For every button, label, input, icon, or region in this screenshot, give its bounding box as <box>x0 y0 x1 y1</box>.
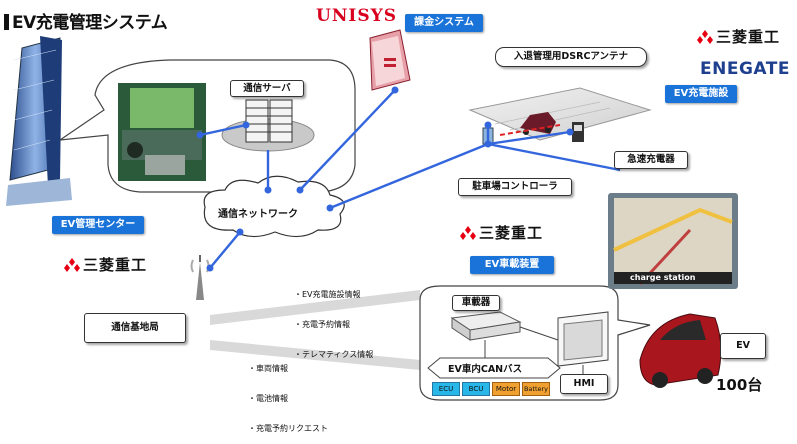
mhi-diamond-icon <box>64 258 80 272</box>
control-room-icon <box>118 83 206 181</box>
hmi-monitor-icon <box>557 311 609 367</box>
ev-charging-facility-label: EV充電施設 <box>665 85 737 103</box>
battery-chip: Battery <box>522 382 550 396</box>
onboard-device-label: EV車載装置 <box>470 256 554 274</box>
info-item: ・車両情報 <box>248 364 288 373</box>
info-item: ・充電予約情報 <box>294 320 350 329</box>
control-center-bubble <box>59 59 356 193</box>
charger-icon <box>572 122 584 142</box>
info-item: ・EV充電施設情報 <box>294 290 361 299</box>
motor-chip: Motor <box>492 382 520 396</box>
can-bus-arrow <box>427 357 561 379</box>
network-links <box>199 89 621 269</box>
unisys-logo: UNISYS <box>316 6 398 26</box>
can-bus-label: EV車内CANバス <box>448 364 523 375</box>
ev-vehicle-icon <box>639 313 722 388</box>
radio-wave-down <box>210 290 420 325</box>
vehicle-unit-label: 車載器 <box>452 295 500 311</box>
bcu-chip: BCU <box>462 382 490 396</box>
mhi-diamond-icon <box>697 30 713 44</box>
comm-server-label: 通信サーバ <box>230 80 304 97</box>
mhi-logo-parking: 三菱重工 <box>460 222 543 243</box>
link-nodes <box>196 86 574 272</box>
vehicle-unit-icon <box>450 311 522 341</box>
ecu-chip: ECU <box>432 382 460 396</box>
info-item: ・電池情報 <box>248 394 288 403</box>
hmi-label: HMI <box>560 374 608 394</box>
enegate-logo: ENEGATE <box>700 59 790 79</box>
mhi-logo-center: 三菱重工 <box>64 254 147 275</box>
diagram-canvas <box>6 29 738 401</box>
antenna-tower-icon <box>190 255 210 300</box>
office-building-icon <box>6 36 72 206</box>
vehicle-count: 100台 <box>716 376 763 394</box>
radio-wave-up <box>210 340 420 370</box>
antenna-label: 入退管理用DSRCアンテナ <box>495 47 647 67</box>
info-item: ・充電予約リクエスト <box>248 424 328 433</box>
base-station-label: 通信基地局 <box>84 313 186 343</box>
server-rack-icon <box>245 99 293 143</box>
page-title: EV充電管理システム <box>4 8 168 33</box>
info-item: ・テレマティクス情報 <box>294 350 374 359</box>
network-label: 通信ネットワーク <box>218 209 298 220</box>
fast-charger-label: 急速充電器 <box>614 151 688 169</box>
parking-controller-label: 駐車場コントローラ <box>458 178 572 196</box>
charge-station-text: charge station <box>630 273 696 282</box>
parking-lot <box>468 87 652 141</box>
billing-system-label: 課金システム <box>405 14 483 32</box>
mhi-logo-top: 三菱重工 <box>697 26 780 47</box>
ev-center-label: EV管理センター <box>52 216 144 234</box>
ev-label: EV <box>720 333 766 359</box>
navigation-screen-icon <box>608 193 738 289</box>
info-list-uplink: ・車両情報 ・電池情報 ・充電予約リクエスト <box>248 344 328 444</box>
billing-server-icon <box>369 29 411 91</box>
info-list-downlink: ・EV充電施設情報 ・充電予約情報 ・テレマティクス情報 <box>294 270 373 370</box>
mhi-diamond-icon <box>460 226 476 240</box>
